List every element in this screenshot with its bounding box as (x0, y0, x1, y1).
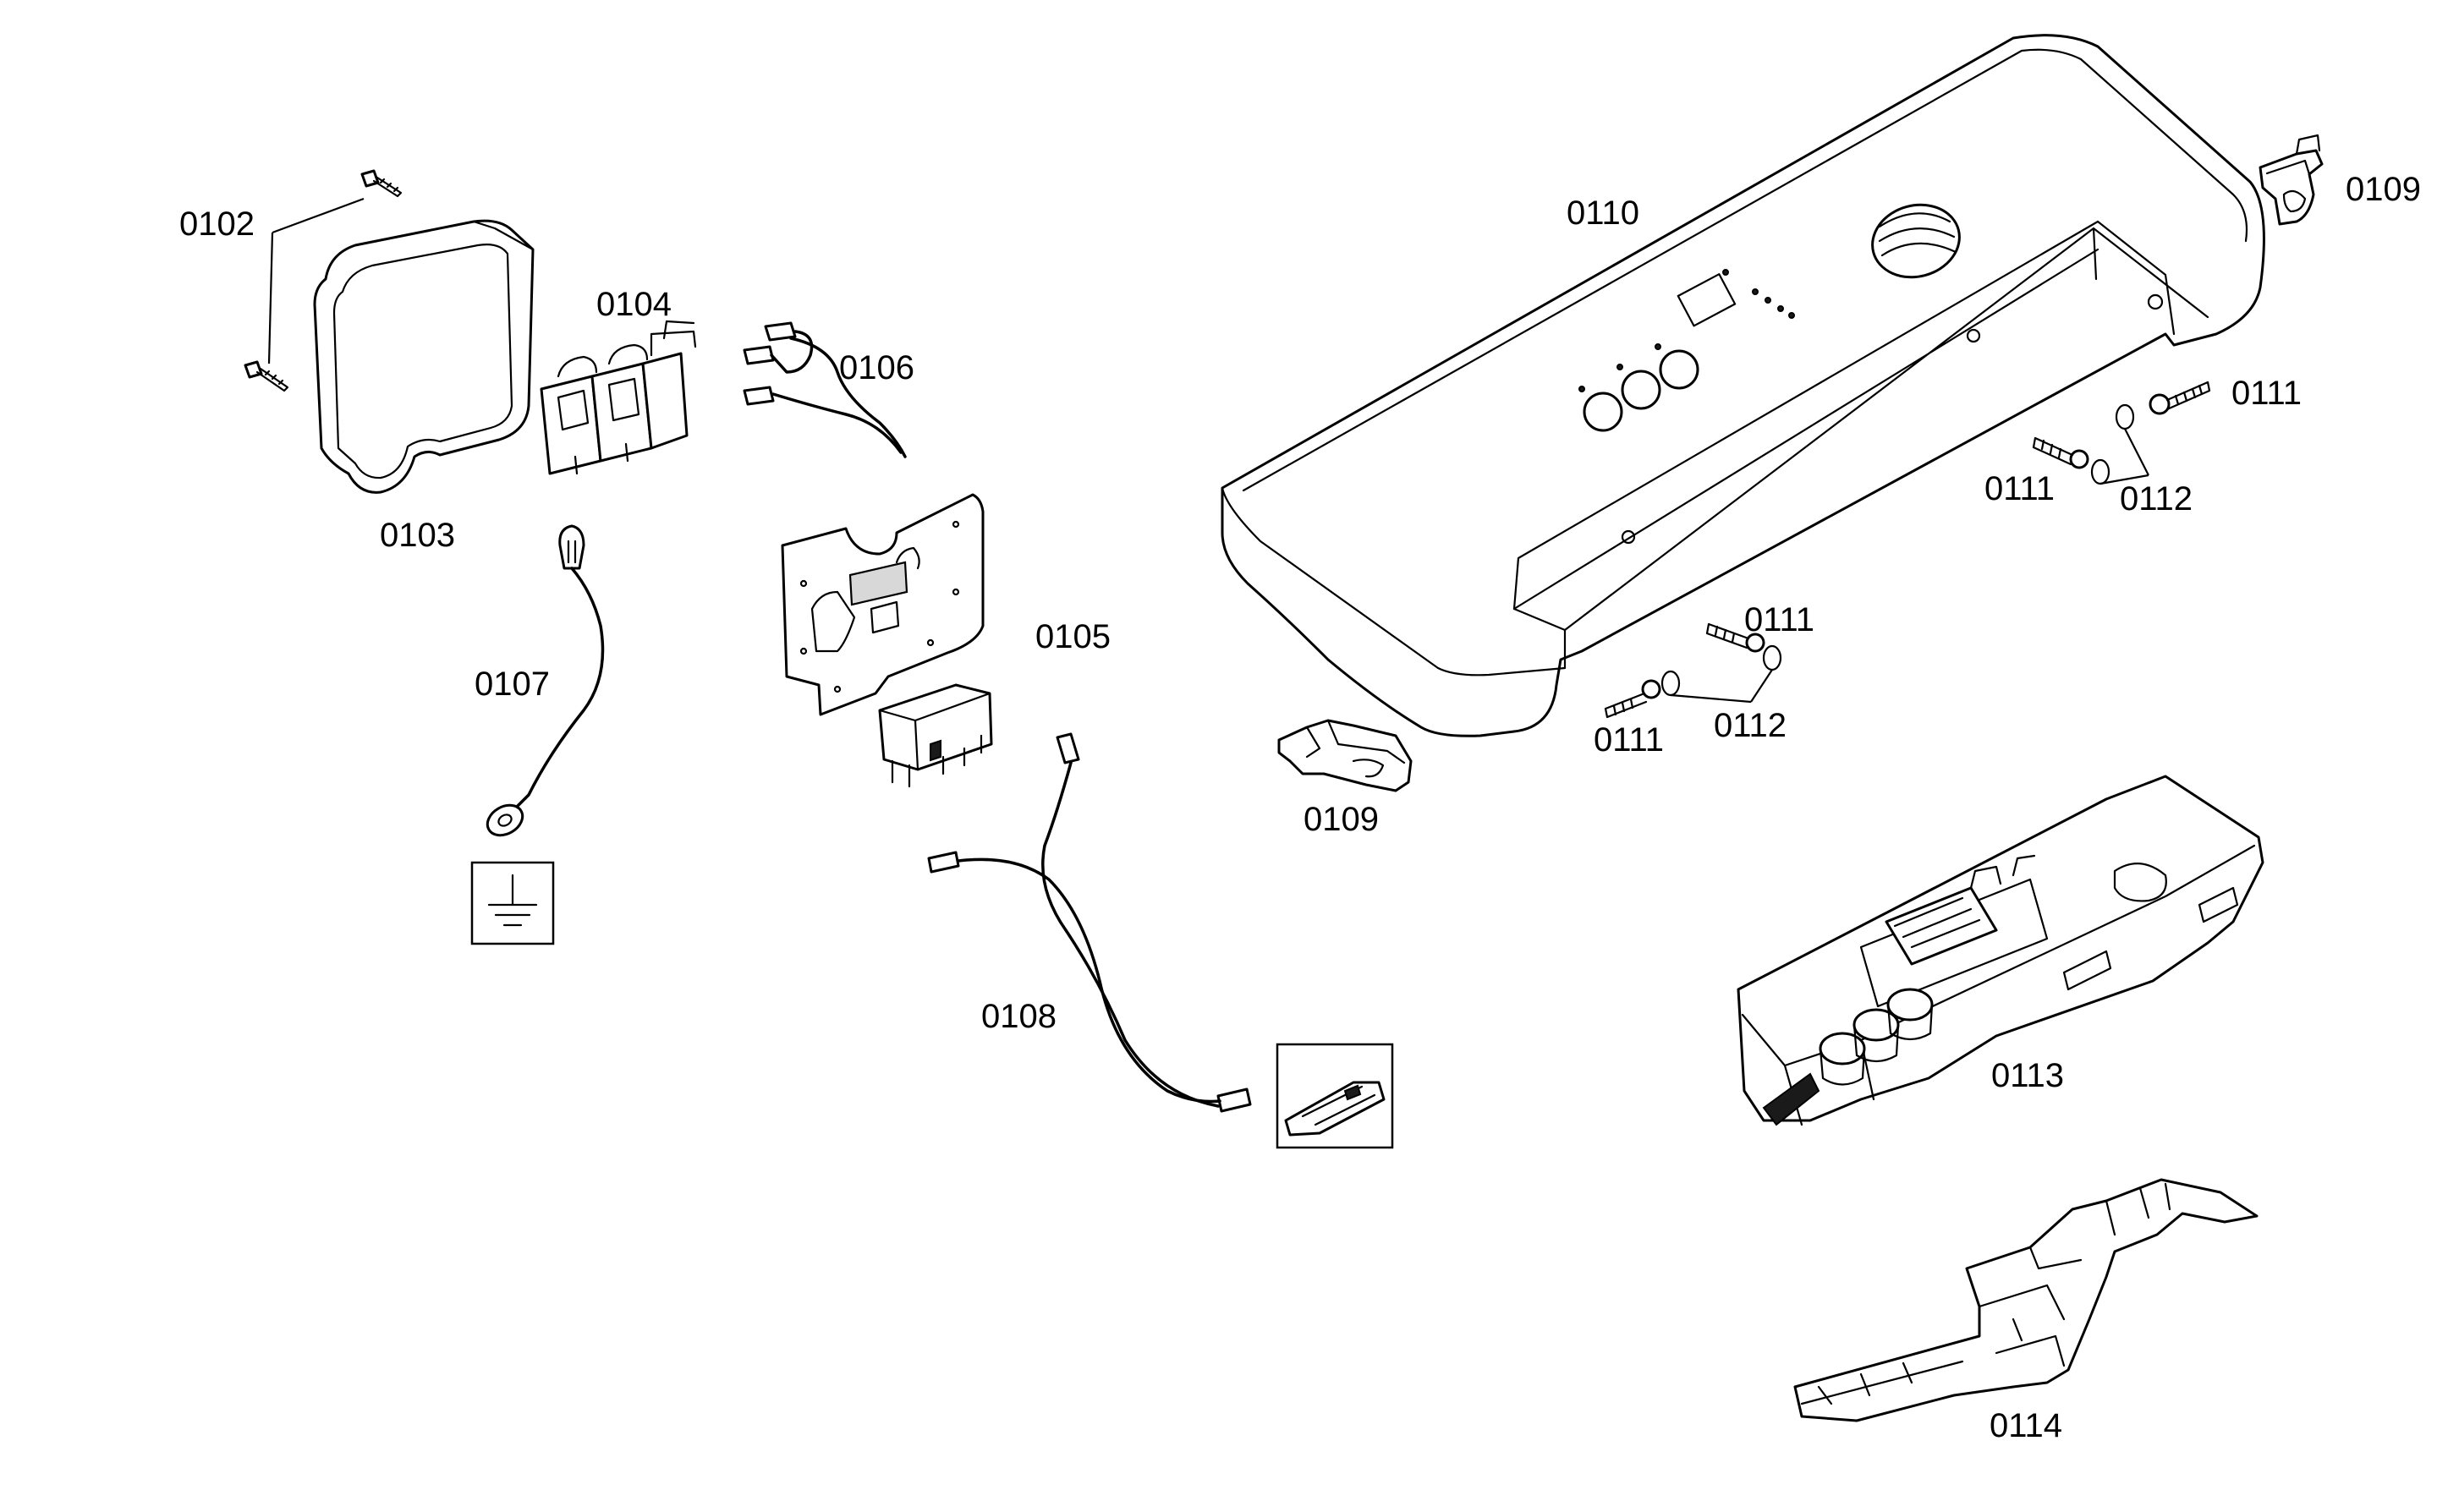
screw-0111-lower-right (1705, 622, 1765, 653)
screw-0111-lower-left (1604, 679, 1661, 719)
label-0109-right: 0109 (2346, 171, 2421, 208)
leader-0112-lower (1670, 669, 1773, 704)
label-0107: 0107 (475, 666, 550, 703)
label-0104: 0104 (596, 286, 672, 323)
label-0109-left: 0109 (1304, 801, 1379, 838)
leader-0112-upper (2099, 428, 2149, 485)
label-0111-lower-left: 0111 (1594, 721, 1664, 759)
label-0113: 0113 (1991, 1057, 2064, 1094)
label-0110: 0110 (1567, 194, 1639, 232)
screw-0111-upper-right (2149, 381, 2211, 415)
washer-0112-upper-a (2115, 403, 2135, 430)
bracket-0114 (1793, 1178, 2259, 1422)
earth-wire-0107 (486, 524, 605, 837)
label-0105: 0105 (1035, 618, 1111, 655)
label-0112-lower: 0112 (1714, 707, 1787, 744)
label-0111-lower-right: 0111 (1744, 601, 1814, 638)
screw-0111-upper-left (2032, 436, 2089, 469)
label-0114: 0114 (1990, 1407, 2062, 1444)
label-0103: 0103 (380, 517, 455, 554)
washer-0112-lower-a (1762, 644, 1782, 671)
label-0111-upper-right: 0111 (2231, 375, 2302, 412)
label-0106: 0106 (839, 349, 914, 386)
control-board-0113 (1737, 775, 2264, 1126)
washer-0112-lower-b (1660, 670, 1681, 697)
relay-0105 (878, 683, 993, 788)
wire-harness-0106 (743, 321, 907, 458)
control-panel-0110 (1221, 34, 2265, 737)
mounting-plate-0105 (781, 493, 985, 716)
clip-0109-right (2259, 134, 2324, 226)
label-0112-upper: 0112 (2120, 480, 2193, 518)
connector-block-0104 (540, 320, 697, 475)
screw-0102-bottom (244, 360, 289, 392)
earth-symbol-icon (470, 861, 555, 945)
label-0102: 0102 (179, 205, 255, 243)
screw-0102-top (360, 169, 403, 198)
label-0111-upper-left: 0111 (1984, 470, 2055, 507)
label-0108: 0108 (981, 998, 1057, 1035)
clip-0109-left (1277, 719, 1413, 792)
cover-0103 (313, 219, 535, 494)
washer-0112-upper-b (2090, 458, 2110, 485)
wire-harness-0108 (927, 732, 1252, 1113)
connector-inset-0108 (1276, 1043, 1394, 1149)
leader-0102 (267, 197, 365, 364)
